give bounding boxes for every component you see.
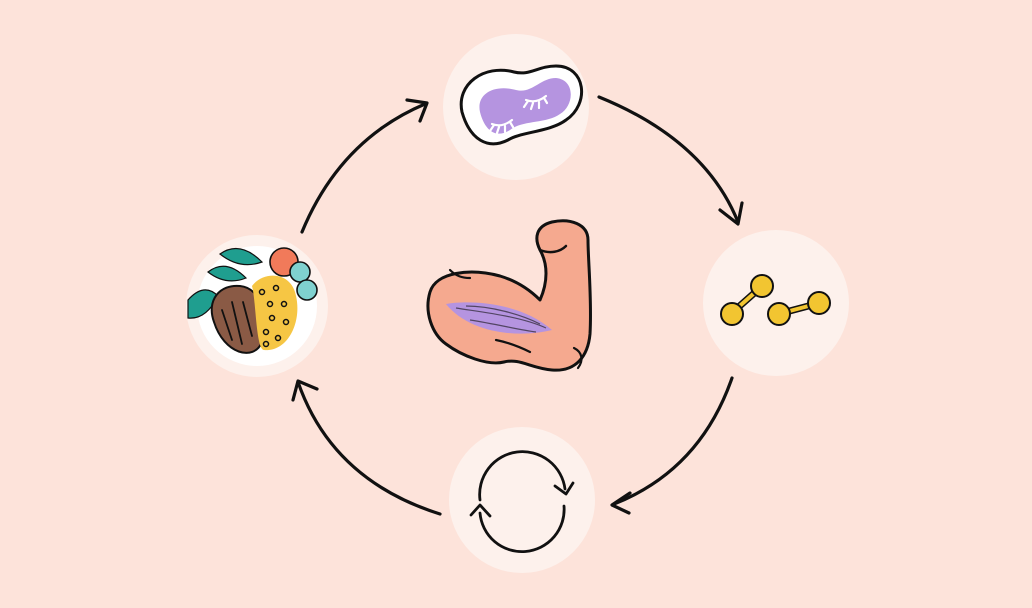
arrow-exercise-to-recovery — [610, 376, 734, 515]
arrow-recovery-to-nutrition — [291, 379, 442, 516]
refresh-cycle-icon — [469, 450, 575, 554]
flexed-bicep-icon — [426, 219, 593, 372]
recovery-node — [449, 427, 595, 573]
arrow-sleep-to-exercise — [597, 95, 744, 226]
dumbbells-icon — [720, 274, 831, 326]
food-plate-icon — [187, 246, 318, 366]
sleep-mask-icon — [459, 64, 583, 146]
arrow-nutrition-to-sleep — [300, 98, 429, 234]
cycle-arrows — [291, 95, 744, 516]
